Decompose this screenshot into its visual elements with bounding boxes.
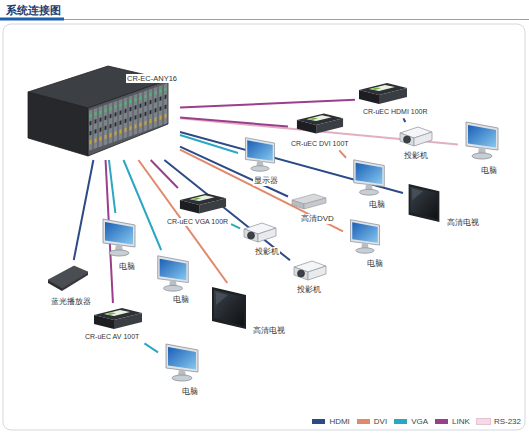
device-node: CR-uEC HDMI 100R [355, 78, 431, 118]
device-label: 电脑 [480, 166, 498, 176]
cable-line [74, 160, 94, 260]
legend-text: DVI [374, 417, 387, 426]
diagram-title: 系统连接图 [6, 3, 61, 18]
cable-line [403, 118, 405, 122]
cable-line [180, 117, 288, 126]
legend-item: HDMI [312, 417, 349, 426]
legend-text: VGA [411, 417, 428, 426]
device-label: 电脑 [181, 387, 199, 397]
device-label: 投影机 [254, 247, 280, 257]
device-node: 蓝光播放器 [44, 260, 94, 309]
device-node: 高清电视 [206, 283, 288, 338]
device-label: 高清电视 [252, 326, 286, 336]
legend-item: RS-232 [477, 417, 521, 426]
device-node: 电脑 [95, 213, 143, 274]
legend-text: RS-232 [494, 417, 521, 426]
device-node: CR-EC-ANY16 [26, 62, 180, 160]
device-node: CR-uEC DVI 100T [288, 108, 352, 150]
device-node: 电脑 [150, 250, 196, 307]
device-node: 电脑 [458, 116, 506, 178]
device-node: 投影机 [240, 218, 282, 259]
legend-swatch [357, 419, 370, 424]
legend-item: LINK [435, 417, 470, 426]
legend-swatch [394, 419, 407, 424]
device-node: 高清DVD [288, 190, 337, 226]
device-label: 电脑 [118, 262, 136, 272]
device-node: 显示器 [238, 132, 282, 188]
legend-swatch [435, 419, 448, 424]
device-node: CR-uEC VGA 100R [164, 188, 231, 228]
device-node: 高清电视 [403, 178, 482, 230]
device-node: CR-uEC AV 100T [82, 303, 146, 343]
device-node: 电脑 [158, 338, 206, 399]
cable-line [164, 160, 290, 260]
device-label: 电脑 [368, 200, 386, 210]
device-label: 蓝光播放器 [50, 297, 92, 307]
legend: HDMI DVI VGA LINK RS-232 [312, 417, 521, 426]
cable-line [231, 224, 240, 228]
device-label: CR-EC-ANY16 [126, 74, 178, 83]
legend-swatch [477, 419, 490, 424]
device-label: 电脑 [172, 295, 190, 305]
cable-line [180, 100, 355, 108]
device-node: 电脑 [346, 154, 392, 212]
device-label: 高清电视 [446, 218, 480, 228]
device-node: 电脑 [343, 214, 387, 271]
legend-item: VGA [394, 417, 428, 426]
device-node: 投影机 [396, 122, 436, 163]
device-node: 投影机 [290, 256, 330, 297]
legend-swatch [312, 419, 325, 424]
device-label: CR-uEC VGA 100R [166, 218, 229, 226]
device-label: 投影机 [296, 285, 322, 295]
device-label: CR-uEC AV 100T [84, 333, 140, 341]
device-label: 电脑 [366, 259, 384, 269]
device-label: 投影机 [403, 151, 429, 161]
legend-text: HDMI [329, 417, 349, 426]
legend-text: LINK [452, 417, 470, 426]
device-label: CR-uEC HDMI 100R [362, 108, 429, 116]
device-label: CR-uEC DVI 100T [290, 140, 350, 148]
device-label: 高清DVD [300, 214, 335, 224]
cable-line [144, 343, 158, 352]
cable-line [109, 160, 115, 213]
cable-line [339, 150, 346, 157]
legend-item: DVI [357, 417, 387, 426]
device-label: 显示器 [253, 176, 279, 186]
